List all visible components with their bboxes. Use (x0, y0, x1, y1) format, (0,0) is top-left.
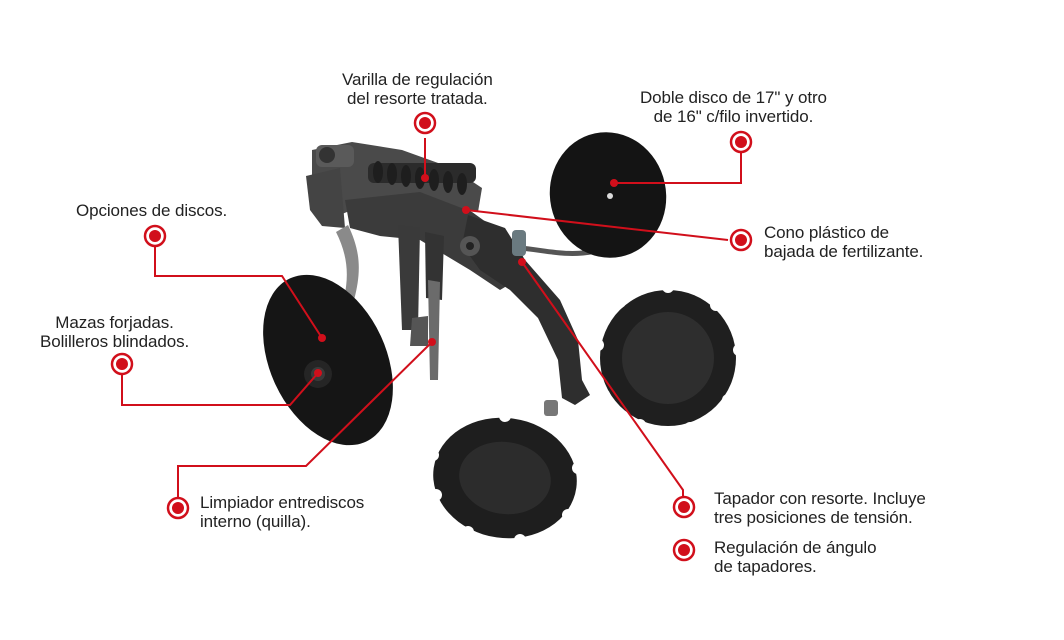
label-doble-disco-line-1: Doble disco de 17" y otro (640, 88, 827, 107)
label-doble-disco-line-2: de 16" c/filo invertido. (653, 107, 814, 126)
callout-dot-cono (729, 228, 753, 252)
label-tapador-line-2: tres posiciones de tensión. (714, 508, 913, 527)
label-tapador: Tapador con resorte. Incluye tres posici… (714, 489, 926, 527)
notched-closing-wheel-right (592, 281, 745, 434)
callout-dot-tapador (672, 495, 696, 519)
seeder-frame (306, 142, 601, 416)
label-mazas-line-1: Mazas forjadas. (55, 313, 174, 332)
label-limpiador-line-1: Limpiador entrediscos (200, 493, 365, 512)
callout-markers (110, 111, 753, 562)
label-limpiador: Limpiador entrediscos interno (quilla). (200, 493, 364, 531)
label-varilla-line-1: Varilla de regulación (342, 70, 493, 89)
callout-dot-limpiador (166, 496, 190, 520)
callout-dot-varilla (413, 111, 437, 135)
label-doble-disco: Doble disco de 17" y otro de 16" c/filo … (640, 88, 827, 126)
label-regulacion-line-2: de tapadores. (714, 557, 817, 576)
label-limpiador-line-2: interno (quilla). (200, 512, 311, 531)
label-varilla-line-2: del resorte tratada. (346, 89, 488, 108)
notched-closing-wheel-bottom (427, 410, 584, 546)
callout-dot-opciones (143, 224, 167, 248)
label-mazas-line-2: Bolilleros blindados. (40, 332, 190, 351)
double-disc-17 (549, 132, 667, 258)
label-varilla: Varilla de regulación del resorte tratad… (342, 70, 493, 108)
callout-dot-doble-disco (729, 130, 753, 154)
disc-option-left (263, 274, 393, 446)
label-cono: Cono plástico de bajada de fertilizante. (764, 223, 923, 261)
label-opciones: Opciones de discos. (76, 201, 227, 220)
label-cono-line-1: Cono plástico de (764, 223, 890, 242)
callout-dot-regulacion (672, 538, 696, 562)
label-opciones-line-1: Opciones de discos. (76, 201, 228, 220)
label-regulacion-line-1: Regulación de ángulo (714, 538, 877, 557)
label-cono-line-2: bajada de fertilizante. (764, 242, 924, 261)
callout-dot-mazas (110, 352, 134, 376)
label-mazas: Mazas forjadas. Bolilleros blindados. (40, 313, 189, 351)
label-tapador-line-1: Tapador con resorte. Incluye (714, 489, 926, 508)
label-regulacion: Regulación de ángulo de tapadores. (714, 538, 877, 576)
